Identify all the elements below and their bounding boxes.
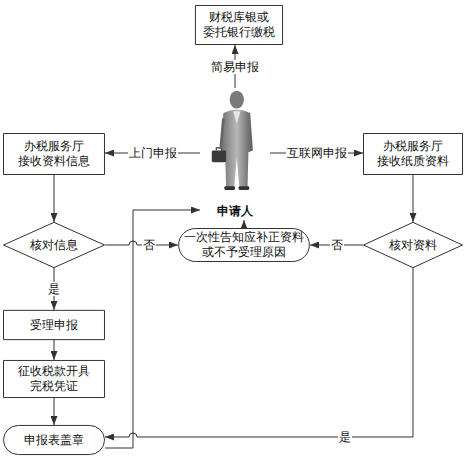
node-text: 一次性告知应补正资料 或不予受理原因: [178, 230, 310, 260]
process-box: 受理申报: [3, 310, 105, 340]
flow-arrow: [54, 398, 55, 425]
applicant-figure: 申请人: [200, 88, 270, 220]
node-text: 核对资料: [389, 238, 437, 253]
node-text: 征收税款开具 完税凭证: [3, 364, 105, 394]
process-box: 办税服务厅 接收纸质资料: [363, 133, 463, 175]
flow-arrow: [54, 340, 55, 360]
process-box: 办税服务厅 接收资料信息: [3, 133, 105, 175]
flow-arrow: [105, 268, 413, 437]
node-text: 核对信息: [30, 238, 78, 253]
process-box: 征收税款开具 完税凭证: [3, 360, 105, 398]
node-text: 办税服务厅 接收纸质资料: [363, 139, 463, 169]
edge-label: 否: [142, 238, 156, 252]
edge-label: 是: [338, 430, 352, 444]
node-text: 申报表盖章: [24, 433, 84, 448]
person-illustration: [200, 88, 270, 206]
edge-label: 上门申报: [128, 146, 178, 160]
actor-label: 申请人: [217, 204, 253, 219]
decision-diamond: 核对信息: [3, 222, 105, 268]
flow-arrow: [413, 175, 414, 222]
node-text: 财税库银或 委托银行缴税: [195, 10, 283, 40]
edge-label: 互联网申报: [286, 146, 348, 160]
flow-arrow: [54, 175, 55, 222]
flow-arrow: [244, 220, 245, 228]
edge-label: 是: [47, 282, 61, 296]
payment-box: 财税库银或 委托银行缴税: [195, 5, 283, 45]
node-text: 受理申报: [30, 318, 78, 333]
end-terminal: 申报表盖章: [3, 425, 105, 455]
decision-diamond: 核对资料: [363, 222, 463, 268]
edge-label: 简易申报: [210, 60, 260, 74]
notice-terminal: 一次性告知应补正资料 或不予受理原因: [178, 228, 310, 262]
edge-label: 否: [330, 238, 344, 252]
node-text: 办税服务厅 接收资料信息: [3, 139, 105, 169]
